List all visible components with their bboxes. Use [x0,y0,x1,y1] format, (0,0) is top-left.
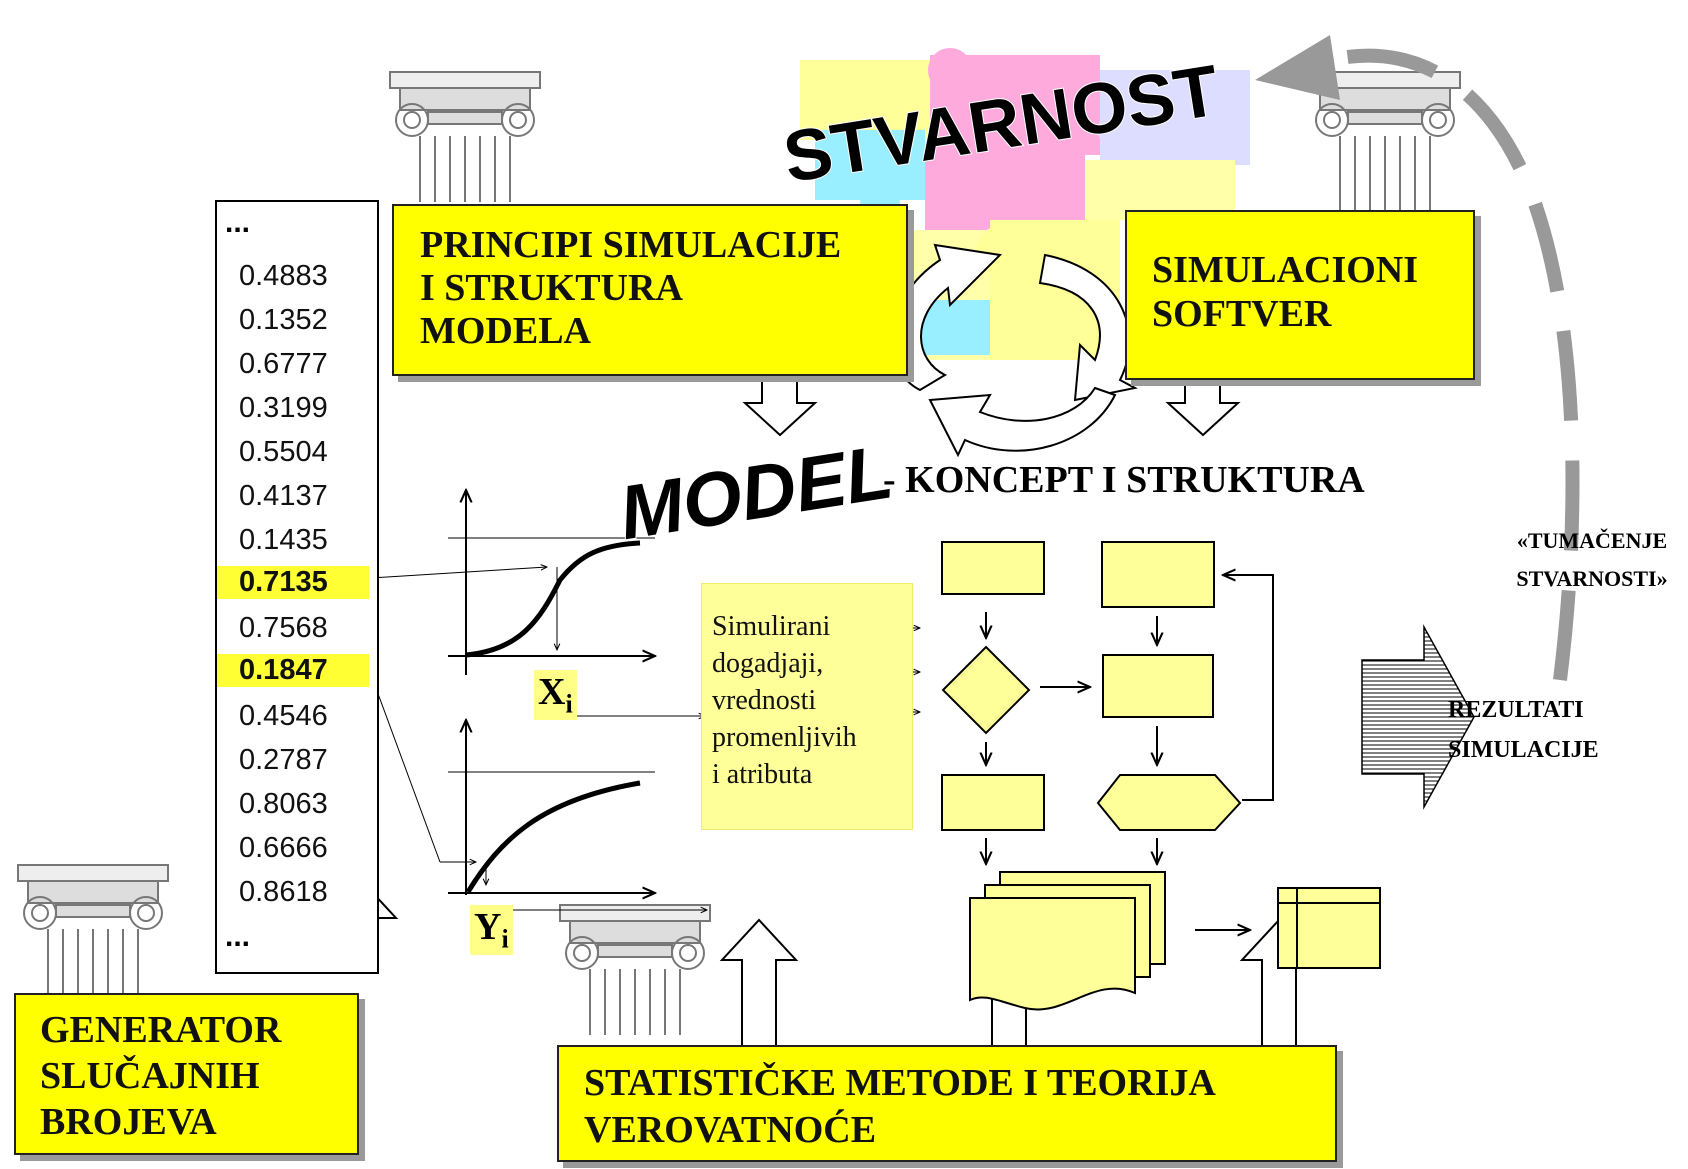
down-arrow-icon [742,367,1241,437]
list-item: 0.4883 [239,260,328,292]
flow-process-box [941,774,1045,831]
list-item: 0.3199 [239,392,328,424]
principles-line-1: PRINCIPI SIMULACIJE [420,224,842,266]
cdf-curve-y [369,671,707,910]
events-line-5: i atributa [712,759,813,790]
events-line-3: vrednosti [712,685,817,716]
ionic-column-icon [559,904,711,1035]
software-box: SIMULACIONI SOFTVER [1125,210,1475,380]
list-item: 0.5504 [239,436,328,468]
statistics-line-2: VEROVATNOĆE [584,1109,877,1151]
cdf-curve-x [369,490,705,716]
generator-line-1: GENERATOR [40,1009,282,1051]
results-label: REZULTATI SIMULACIJE [1448,690,1599,770]
list-item: 0.1352 [239,304,328,336]
interpretation-line-2: STVARNOSTI» [1516,566,1668,591]
events-line-4: promenljivih [712,722,857,753]
flowchart-arrows [986,575,1274,930]
flow-preparation-hexagon [1096,774,1242,831]
list-ellipsis-top: ... [225,206,251,239]
list-item-highlighted: 0.1847 [217,654,369,687]
results-line-1: REZULTATI [1448,697,1584,723]
ionic-column-icon [17,864,169,995]
statistics-line-1: STATISTIČKE METODE I TEORIJA [584,1062,1216,1104]
principles-box: PRINCIPI SIMULACIJE I STRUKTURA MODELA [392,204,908,376]
flow-decision-diamond [941,645,1031,735]
flow-process-box [1102,654,1214,718]
statistics-box: STATISTIČKE METODE I TEORIJA VEROVATNOĆE [557,1045,1337,1162]
flow-process-box [941,541,1045,595]
flow-table-icon [1277,887,1381,969]
results-arrow-icon [1361,624,1475,810]
principles-line-2: I STRUKTURA [420,267,683,309]
principles-line-3: MODELA [420,310,591,352]
interpretation-label: «TUMAČENJE STVARNOSTI» [1502,522,1682,598]
y-variable-label: Yi [470,905,513,955]
software-line-2: SOFTVER [1152,293,1332,335]
list-item: 0.2787 [239,744,328,776]
y-label: Y [474,906,502,948]
flowchart [941,541,1381,1011]
flow-process-box [1101,541,1215,608]
random-number-list: ... 0.4883 0.1352 0.6777 0.3199 0.5504 0… [215,200,379,974]
events-line-2: dogadjaji, [712,648,824,679]
list-ellipsis-bottom: ... [225,920,251,953]
events-line-1: Simulirani [712,611,831,642]
list-item: 0.4546 [239,700,328,732]
results-line-2: SIMULACIJE [1448,737,1599,763]
generator-line-3: BROJEVA [40,1101,217,1143]
model-subtitle: - KONCEPT I STRUKTURA [883,459,1365,501]
interpretation-line-1: «TUMAČENJE [1516,528,1668,553]
cycle-arrows-icon [891,243,1138,458]
feedback-dashed-arrow [1255,35,1580,681]
list-item-highlighted: 0.7135 [217,566,369,599]
list-item: 0.7568 [239,612,328,644]
y-subscript: i [501,924,509,954]
list-item: 0.8618 [239,876,328,908]
list-item: 0.8063 [239,788,328,820]
ionic-column-icon [1309,71,1461,212]
generator-line-2: SLUČAJNIH [40,1055,260,1097]
software-line-1: SIMULACIONI [1152,249,1419,291]
model-word: MODEL [614,429,898,556]
x-subscript: i [565,689,573,719]
ionic-column-icon [389,71,541,202]
list-item: 0.6666 [239,832,328,864]
generator-box: GENERATOR SLUČAJNIH BROJEVA [14,993,359,1155]
x-variable-label: Xi [534,670,577,720]
x-label: X [538,671,566,713]
simulated-events-box: Simulirani dogadjaji, vrednosti promenlj… [701,583,913,830]
list-item: 0.4137 [239,480,328,512]
list-item: 0.6777 [239,348,328,380]
up-arrow-icon [319,876,1319,1051]
list-item: 0.1435 [239,524,328,556]
